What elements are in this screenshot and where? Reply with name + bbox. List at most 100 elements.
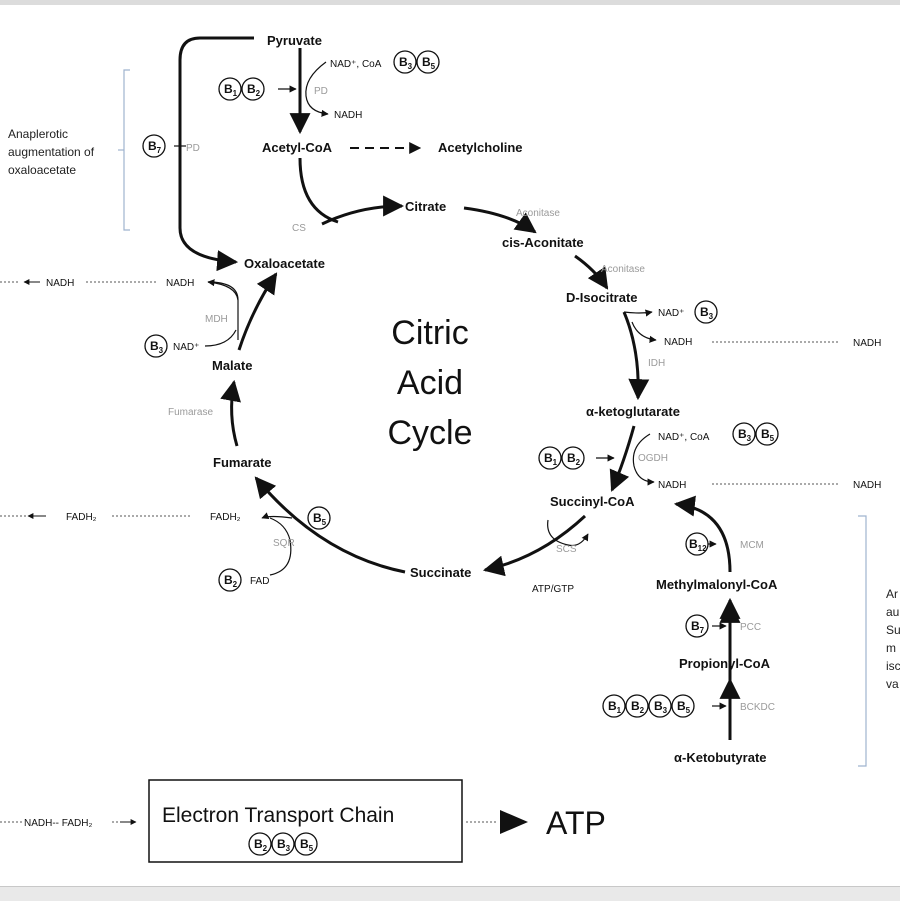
vitamin-b2-label: B2 bbox=[567, 451, 581, 467]
cofactor-nadh-out-right-2: NADH bbox=[853, 480, 881, 491]
cofactor-nadh-idh: NADH bbox=[664, 337, 692, 348]
cofactor-labels: NAD⁺, CoA NADH NAD⁺ NADH NAD⁺, CoA NADH … bbox=[24, 59, 881, 829]
enzyme-cs: CS bbox=[292, 223, 306, 234]
cycle-arrows bbox=[220, 195, 650, 577]
vitamin-b7-label: B7 bbox=[691, 619, 705, 635]
vitamin-b5-label: B5 bbox=[761, 427, 775, 443]
cofactor-fadh2-out-left: FADH₂ bbox=[66, 512, 97, 523]
anaplerotic-bracket bbox=[123, 69, 130, 231]
label-succinyl-coa: Succinyl-CoA bbox=[550, 494, 635, 509]
arrow-isocitrate-to-akg bbox=[622, 311, 650, 401]
vitamin-b2-label: B2 bbox=[631, 699, 645, 715]
vitamin-b3-circle bbox=[694, 300, 718, 324]
vitamin-b5-circle bbox=[416, 50, 440, 74]
side-reaction-arcs bbox=[174, 61, 727, 710]
vitamin-b3-label: B3 bbox=[277, 837, 291, 853]
cofactor-nadh-ogdh: NADH bbox=[658, 480, 686, 491]
cycle-title-line-2: Acid bbox=[396, 364, 464, 402]
enzyme-pd: PD bbox=[314, 86, 328, 97]
arrow-methylmalonyl-to-succinylcoa bbox=[673, 495, 732, 573]
vitamin-b5-label: B5 bbox=[313, 511, 327, 527]
vitamin-b5-circle bbox=[755, 422, 779, 446]
vitamin-b1-label: B1 bbox=[544, 451, 558, 467]
enzyme-scs: SCS bbox=[556, 544, 577, 555]
vitamin-b7-circle bbox=[685, 614, 709, 638]
vitamin-b2-label: B2 bbox=[254, 837, 268, 853]
label-pyruvate: Pyruvate bbox=[267, 33, 322, 48]
label-d-isocitrate: D-Isocitrate bbox=[566, 290, 638, 305]
enzyme-mdh: MDH bbox=[205, 314, 228, 325]
right-note-line-4: m bbox=[886, 641, 896, 655]
vitamin-b3-label: B3 bbox=[399, 55, 413, 71]
enzyme-ogdh: OGDH bbox=[638, 453, 668, 464]
enzyme-mcm: MCM bbox=[740, 540, 764, 551]
vitamin-b7-label: B7 bbox=[148, 139, 162, 155]
cofactor-nadh-mdh: NADH bbox=[166, 278, 194, 289]
vitamin-b2-label: B2 bbox=[247, 82, 261, 98]
cycle-title-line-1: Citric bbox=[391, 314, 469, 352]
arrow-malate-to-oxaloacetate bbox=[237, 272, 278, 351]
arrow-cs-to-citrate bbox=[321, 195, 405, 226]
enzyme-sqr: SQR bbox=[273, 538, 295, 549]
vitamin-b1-label: B1 bbox=[608, 699, 622, 715]
vitamin-b5-label: B5 bbox=[422, 55, 436, 71]
enzyme-fumarase: Fumarase bbox=[168, 407, 213, 418]
vitamin-b3-label: B3 bbox=[700, 305, 714, 321]
label-acetylcholine: Acetylcholine bbox=[438, 140, 523, 155]
cofactor-fadh2-sqr: FADH₂ bbox=[210, 512, 241, 523]
right-note-line-3: Su bbox=[886, 623, 900, 637]
anaplerotic-line-3: oxaloacetate bbox=[8, 163, 76, 177]
vitamin-b2-label: B2 bbox=[224, 573, 238, 589]
enzyme-aconitase-1: Aconitase bbox=[516, 208, 560, 219]
vitamin-b3-circle bbox=[393, 50, 417, 74]
arrow-succinate-to-fumarate bbox=[254, 476, 406, 574]
atp-arrow-head bbox=[500, 810, 528, 834]
cofactor-nad-coa-ogdh: NAD⁺, CoA bbox=[658, 432, 710, 443]
enzyme-bckdc: BCKDC bbox=[740, 702, 775, 713]
metabolite-labels: Pyruvate Acetyl-CoA Acetylcholine Citrat… bbox=[212, 33, 778, 765]
vitamin-b1-circle bbox=[218, 77, 242, 101]
vitamin-b7-circle bbox=[142, 134, 166, 158]
vitamin-b2-circle bbox=[218, 568, 242, 592]
enzyme-idh: IDH bbox=[648, 358, 665, 369]
cofactor-nad-idh: NAD⁺ bbox=[658, 308, 684, 319]
right-note-line-6: va bbox=[886, 677, 899, 691]
label-methylmalonyl-coa: Methylmalonyl-CoA bbox=[656, 577, 778, 592]
cofactor-nad-mdh: NAD⁺ bbox=[173, 342, 199, 353]
label-a-ketobutyrate: α-Ketobutyrate bbox=[674, 750, 767, 765]
cofactor-nadh-out-left: NADH bbox=[46, 278, 74, 289]
vitamin-b2-circle bbox=[561, 446, 585, 470]
label-fumarate: Fumarate bbox=[213, 455, 272, 470]
right-note-line-5: isc bbox=[886, 659, 900, 673]
enzyme-pd-anaplerotic: PD bbox=[186, 143, 200, 154]
label-propionyl-coa: Propionyl-CoA bbox=[679, 656, 771, 671]
vitamin-b5-label: B5 bbox=[677, 699, 691, 715]
vitamin-b3-circle bbox=[648, 694, 672, 718]
cofactor-nadh-out-right-1: NADH bbox=[853, 338, 881, 349]
cycle-title: Citric Acid Cycle bbox=[370, 308, 490, 458]
vitamin-b2-circle bbox=[248, 832, 272, 856]
vitamin-b3-label: B3 bbox=[654, 699, 668, 715]
vitamin-b5-circle bbox=[671, 694, 695, 718]
vitamin-b12-label: B12 bbox=[689, 537, 707, 553]
vitamin-b3-circle bbox=[144, 334, 168, 358]
label-a-ketoglutarate: α-ketoglutarate bbox=[586, 404, 680, 419]
label-acetyl-coa: Acetyl-CoA bbox=[262, 140, 333, 155]
cofactor-fad-sqr: FAD bbox=[250, 576, 269, 587]
bottom-border bbox=[0, 886, 900, 901]
enzyme-aconitase-2: Aconitase bbox=[601, 264, 645, 275]
vitamin-b1-circle bbox=[538, 446, 562, 470]
arrow-akg-to-succinylcoa bbox=[609, 425, 636, 492]
right-note-line-1: Ar bbox=[886, 587, 898, 601]
top-border bbox=[0, 0, 900, 5]
anaplerotic-line-2: augmentation of bbox=[8, 145, 95, 159]
cofactor-atp-gtp: ATP/GTP bbox=[532, 584, 574, 595]
vitamin-b1-circle bbox=[602, 694, 626, 718]
atp-label: ATP bbox=[546, 805, 606, 841]
arrow-cisaconitate-to-isocitrate bbox=[574, 254, 609, 290]
arrow-succinylcoa-to-succinate bbox=[482, 514, 587, 577]
label-cis-aconitate: cis-Aconitate bbox=[502, 235, 584, 250]
